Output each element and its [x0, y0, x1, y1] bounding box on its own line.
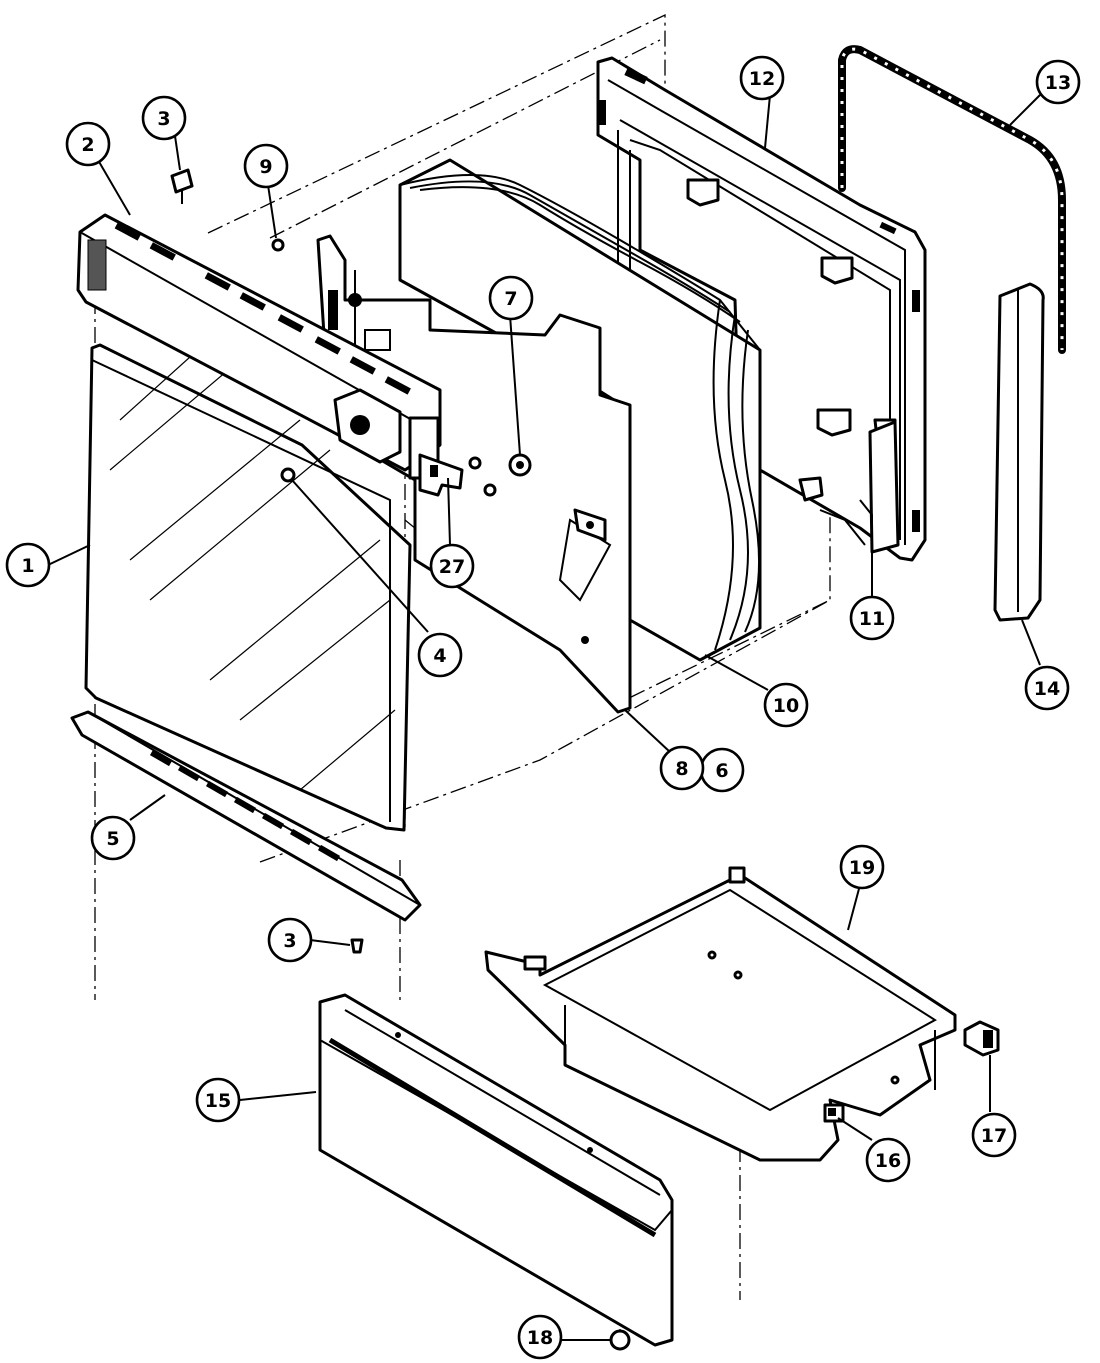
callout-17-label: 17 [981, 1125, 1007, 1147]
callout-9-label: 9 [259, 156, 272, 178]
stop-part-17 [963, 1020, 1000, 1057]
inner-panel-part-8 [316, 234, 632, 714]
callout-15: 15 [195, 1077, 241, 1123]
callout-2: 2 [65, 121, 111, 167]
callout-15-label: 15 [205, 1090, 231, 1112]
door-frame-part-12 [596, 56, 927, 562]
hinge-part-11 [819, 420, 900, 554]
callout-17: 17 [971, 1112, 1017, 1158]
callout-5-label: 5 [106, 828, 119, 850]
leader-lines [47, 94, 1041, 1341]
bumper-part-18 [609, 1329, 631, 1351]
callout-19: 19 [839, 844, 885, 890]
callout-19-label: 19 [849, 857, 875, 879]
screw-part-9 [271, 238, 285, 252]
callout-3-bottom-label: 3 [283, 930, 296, 952]
callout-9: 9 [243, 143, 289, 189]
drawer-front-part-15 [318, 993, 674, 1347]
callout-16: 16 [865, 1137, 911, 1183]
callout-13: 13 [1035, 59, 1081, 105]
callout-11-label: 11 [859, 608, 885, 630]
callout-3-top-label: 3 [157, 108, 170, 130]
callout-3-bottom: 3 [267, 917, 313, 963]
callout-18: 18 [517, 1314, 563, 1360]
glide-part-16 [823, 1103, 845, 1123]
callout-3-top: 3 [141, 95, 187, 141]
callout-2-label: 2 [81, 134, 94, 156]
callout-7: 7 [488, 275, 534, 321]
vent-trim-part-5 [70, 710, 422, 922]
screw-part-4 [280, 467, 296, 483]
callout-8-label: 8 [675, 758, 688, 780]
trim-part-14 [993, 282, 1045, 622]
screw-part-3-bottom [350, 938, 364, 954]
clip-part-7 [508, 453, 532, 477]
callout-13-label: 13 [1045, 72, 1071, 94]
callout-1: 1 [5, 542, 51, 588]
callout-8: 8 [659, 745, 705, 791]
callout-10-label: 10 [773, 695, 799, 717]
callout-12: 12 [739, 55, 785, 101]
callout-5: 5 [90, 815, 136, 861]
callout-11: 11 [849, 595, 895, 641]
gasket-part-13 [838, 45, 1066, 354]
callout-1-label: 1 [21, 555, 34, 577]
control-panel-part-2 [76, 213, 442, 480]
callout-4-label: 4 [433, 645, 446, 667]
callout-6: 6 [699, 747, 745, 793]
callout-6-label: 6 [715, 760, 728, 782]
glass-panel-part-1 [84, 329, 412, 832]
drawer-body-part-19 [484, 866, 957, 1162]
insulation-part-10 [398, 158, 762, 662]
callout-14-label: 14 [1034, 678, 1060, 700]
callout-16-label: 16 [875, 1150, 901, 1172]
callout-7-label: 7 [504, 288, 517, 310]
callout-12-label: 12 [749, 68, 775, 90]
screw-part-3-top [170, 168, 194, 204]
callout-10: 10 [763, 682, 809, 728]
callout-27-label: 27 [439, 556, 465, 578]
callout-27: 27 [429, 543, 475, 589]
callout-14: 14 [1024, 665, 1070, 711]
callout-4: 4 [417, 632, 463, 678]
callout-18-label: 18 [527, 1327, 553, 1349]
switch-part-27 [418, 453, 464, 497]
screw-pair-near-part-7 [468, 456, 497, 497]
